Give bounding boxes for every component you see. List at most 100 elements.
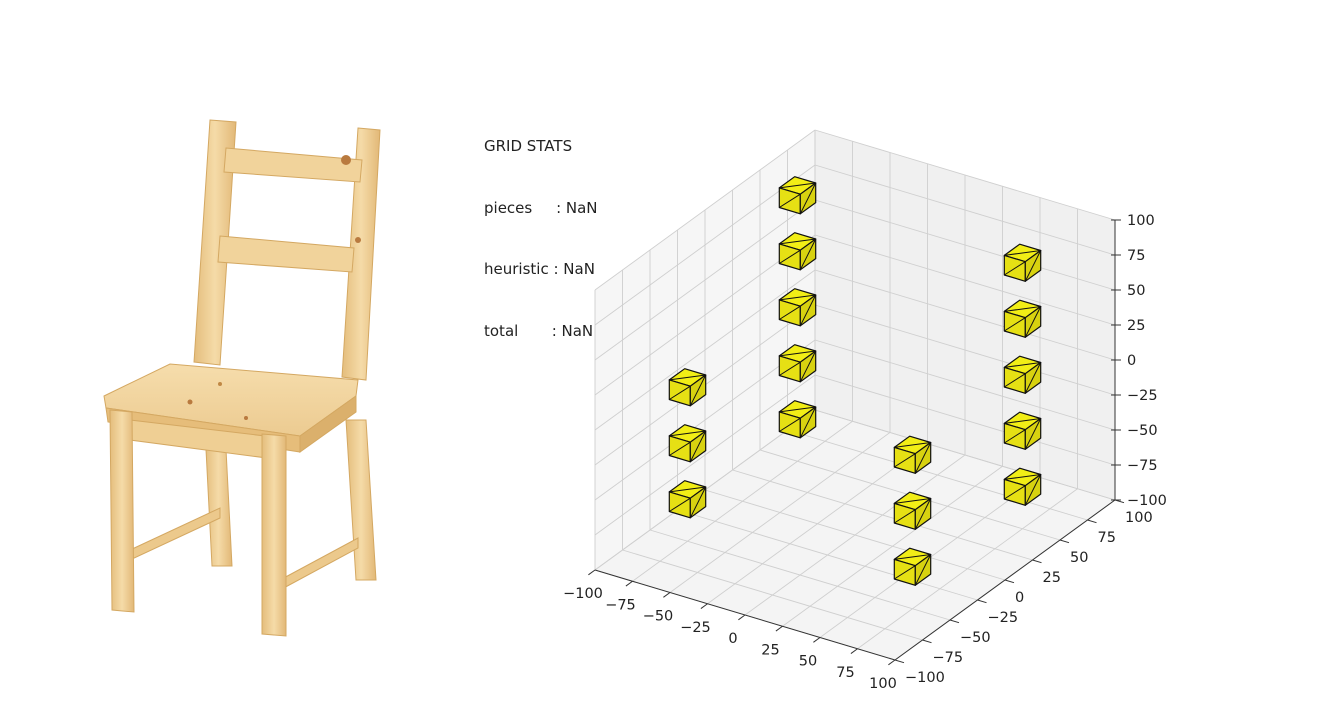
axes-lines [588, 219, 1125, 666]
cube-edge [779, 406, 816, 413]
cube-marker [1003, 355, 1042, 394]
x-tick-label: 0 [728, 631, 737, 647]
grid-line [814, 269, 1116, 361]
cube-edge [779, 294, 816, 301]
y-tick-label: −50 [960, 630, 991, 646]
cube-edge [799, 182, 817, 215]
x-tick-mark [850, 648, 858, 654]
stats-heuristic-value: : NaN [553, 260, 595, 278]
cube-edge [1004, 261, 1026, 276]
stats-heuristic-label: heuristic [484, 260, 554, 278]
x-tick-mark [888, 659, 896, 666]
y-tick-mark [1032, 559, 1042, 564]
cube-marker [668, 424, 707, 463]
cube-marker [893, 491, 932, 530]
x-tick-mark [738, 614, 746, 621]
y-tick-label: 0 [1015, 590, 1024, 606]
cube-edge [1004, 306, 1041, 312]
x-tick-label: 100 [869, 676, 897, 692]
data-cubes [668, 176, 1042, 586]
y-tick-label: 25 [1043, 570, 1061, 586]
x-tick-label: 25 [761, 642, 779, 658]
grid-line [732, 469, 1033, 561]
cube-marker [778, 176, 817, 215]
x-tick-label: 50 [799, 654, 817, 670]
cube-edge [894, 509, 916, 524]
stats-pieces-label: pieces [484, 198, 557, 217]
cube-edge [779, 305, 801, 320]
grid-line [814, 164, 1116, 256]
y-tick-mark [1004, 579, 1015, 584]
grid-line [704, 489, 1006, 581]
grid-line [814, 129, 1116, 221]
grid-stats: GRID STATS pieces : NaN heuristic : NaN … [484, 95, 598, 382]
cube-edge [689, 430, 707, 463]
stats-pieces-row: pieces : NaN [484, 198, 598, 219]
cube-marker [778, 232, 817, 271]
cube-marker [1003, 411, 1042, 450]
cube-edge [779, 249, 801, 264]
cube-edge [894, 498, 931, 504]
cube-edge [1004, 474, 1041, 480]
cube-edge [779, 350, 816, 357]
chair-back-post-left [193, 119, 237, 366]
cube-marker [1003, 299, 1042, 338]
chair-back-rail-top [223, 147, 363, 183]
x-tick-mark [625, 580, 633, 587]
chair-rear-leg-right [345, 419, 377, 581]
chair-front-leg-right [261, 433, 287, 637]
grid-line [787, 429, 1088, 521]
x-tick-mark [588, 569, 596, 576]
z-tick-label: −25 [1127, 388, 1158, 404]
grid-line [594, 234, 816, 396]
grid-line [594, 164, 816, 326]
cube-edge [669, 486, 706, 493]
cube-marker [778, 288, 817, 327]
grid-line [814, 199, 1116, 291]
cube-marker [778, 344, 817, 383]
y-tick-mark [1059, 539, 1070, 544]
stats-total-value: : NaN [551, 321, 594, 340]
y-tick-mark [922, 639, 932, 644]
cube-edge [1024, 474, 1042, 506]
grid-line [594, 129, 816, 291]
cube-edge [779, 361, 801, 376]
x-tick-label: −50 [643, 609, 674, 625]
cube-edge [1004, 373, 1026, 388]
cube-edge [1024, 418, 1042, 450]
cube-edge [799, 238, 817, 271]
cube-edge [669, 497, 691, 512]
cube-edge [894, 565, 916, 580]
cube-edge [1004, 362, 1041, 368]
cube-marker [893, 435, 932, 474]
grid-line [594, 199, 816, 361]
chair-back-post-right [341, 127, 381, 381]
y-tick-label: 50 [1070, 550, 1088, 566]
cube-edge [799, 350, 817, 383]
cube-marker [668, 480, 707, 519]
wooden-chair-image [103, 119, 381, 637]
z-tick-label: 100 [1127, 213, 1155, 229]
y-tick-mark [949, 619, 960, 624]
grid-line [594, 269, 816, 431]
cube-marker [1003, 243, 1042, 282]
x-tick-mark [700, 603, 708, 609]
x-tick-label: 75 [836, 665, 854, 681]
grid-line [782, 465, 1003, 627]
y-tick-label: −25 [988, 610, 1019, 626]
cube-edge [894, 442, 931, 448]
x-tick-mark [775, 625, 783, 632]
stats-pieces-value: : NaN [556, 198, 598, 217]
y-tick-mark [1087, 519, 1097, 524]
cube-edge [779, 238, 816, 245]
cube-edge [779, 417, 801, 432]
z-tick-label: 75 [1127, 248, 1145, 264]
y-tick-label: 100 [1125, 510, 1153, 526]
cube-edge [669, 385, 691, 400]
x-tick-label: −75 [605, 597, 636, 613]
x-tick-mark [813, 637, 821, 643]
cube-edge [799, 294, 817, 327]
grid-line [814, 234, 1116, 326]
cube-edge [914, 554, 932, 586]
